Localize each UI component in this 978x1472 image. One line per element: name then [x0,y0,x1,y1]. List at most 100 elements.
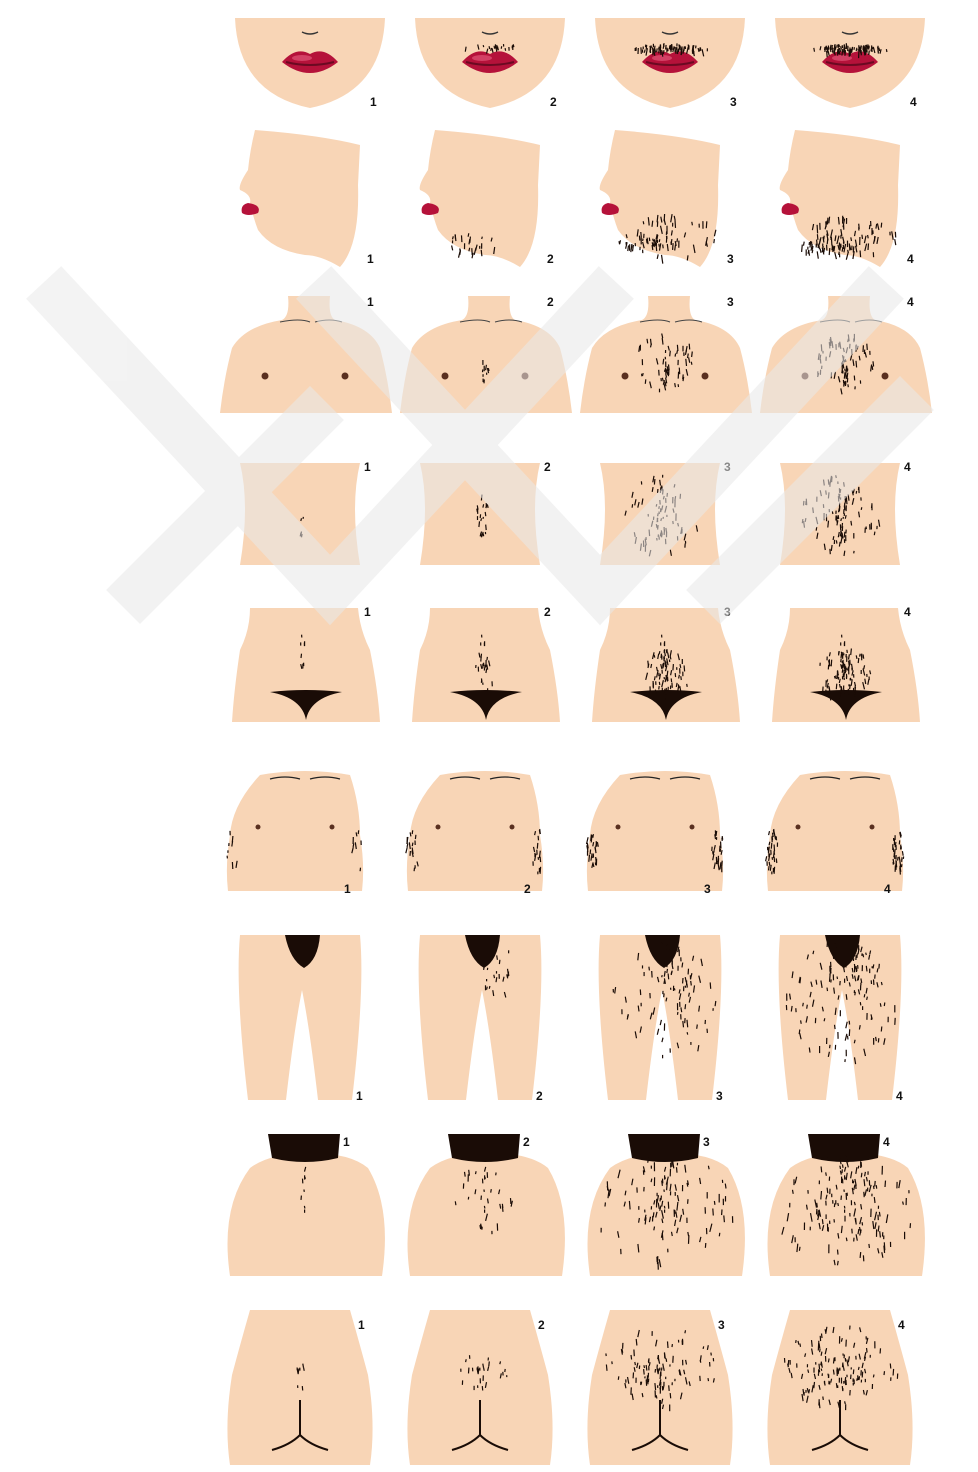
thigh-stage-4: 4 [750,930,930,1110]
chest-illustration [210,288,390,428]
upper-arm-illustration [750,765,930,900]
chin-illustration [750,125,930,270]
chin-stage-1: 1 [210,125,390,270]
chest-illustration [750,288,930,428]
upper-lip-illustration [570,8,750,108]
chin-illustration [210,125,390,270]
upper-back-stage-3: 3 [570,1128,750,1278]
upper-lip-stage-3: 3 [570,8,750,108]
upper-lip-stage-4: 4 [750,8,930,108]
thigh-illustration [210,930,390,1110]
stage-number: 2 [536,1090,543,1102]
thigh-stage-2: 2 [390,930,570,1110]
upper-lip-stage-1: 1 [210,8,390,108]
upper-abdomen-stage-1: 1 [210,455,390,573]
stage-number: 4 [896,1090,903,1102]
upper-back-illustration [570,1128,750,1278]
chest-illustration [570,288,750,428]
stage-number: 3 [724,461,731,473]
chest-stage-4: 4 [750,288,930,428]
stage-number: 3 [704,883,711,895]
thigh-illustration [750,930,930,1110]
upper-abdomen-stage-3: 3 [570,455,750,573]
upper-back-illustration [750,1128,930,1278]
chin-stage-3: 3 [570,125,750,270]
thigh-stage-1: 1 [210,930,390,1110]
upper-back-stage-2: 2 [390,1128,570,1278]
chest-illustration [390,288,570,428]
upper-back-illustration [210,1128,390,1278]
stage-number: 2 [547,253,554,265]
upper-arm-illustration [210,765,390,900]
chin-illustration [390,125,570,270]
lower-abdomen-stage-2: 2 [390,600,570,730]
chest-stage-2: 2 [390,288,570,428]
chin-stage-4: 4 [750,125,930,270]
upper-arm-illustration [570,765,750,900]
stage-number: 1 [356,1090,363,1102]
lower-abdomen-illustration [570,600,750,730]
stage-number: 4 [904,461,911,473]
lower-abdomen-illustration [390,600,570,730]
lower-back-stage-4: 4 [750,1305,930,1467]
stage-number: 4 [904,606,911,618]
upper-arm-stage-2: 2 [390,765,570,900]
stage-number: 3 [703,1136,710,1148]
stage-number: 4 [907,253,914,265]
stage-number: 3 [718,1319,725,1331]
upper-abdomen-stage-4: 4 [750,455,930,573]
stage-number: 1 [370,96,377,108]
lower-abdomen-stage-3: 3 [570,600,750,730]
stage-number: 1 [367,253,374,265]
upper-lip-illustration [390,8,570,108]
chest-stage-1: 1 [210,288,390,428]
stage-number: 2 [538,1319,545,1331]
lower-abdomen-stage-4: 4 [750,600,930,730]
stage-number: 4 [883,1136,890,1148]
stage-number: 3 [730,96,737,108]
stage-number: 2 [550,96,557,108]
stage-number: 3 [727,296,734,308]
stage-number: 3 [727,253,734,265]
stage-number: 4 [884,883,891,895]
chin-illustration [570,125,750,270]
stage-number: 2 [523,1136,530,1148]
chest-stage-3: 3 [570,288,750,428]
stage-number: 4 [907,296,914,308]
stage-number: 3 [716,1090,723,1102]
upper-arm-stage-1: 1 [210,765,390,900]
stage-number: 2 [524,883,531,895]
upper-abdomen-illustration [570,455,750,573]
upper-abdomen-illustration [210,455,390,573]
stage-number: 3 [724,606,731,618]
upper-arm-stage-3: 3 [570,765,750,900]
stage-number: 2 [547,296,554,308]
stage-number: 1 [364,461,371,473]
lower-abdomen-illustration [750,600,930,730]
stage-number: 2 [544,606,551,618]
thigh-illustration [570,930,750,1110]
stage-number: 1 [344,883,351,895]
lower-back-stage-2: 2 [390,1305,570,1467]
stage-number: 1 [367,296,374,308]
upper-arm-stage-4: 4 [750,765,930,900]
thigh-stage-3: 3 [570,930,750,1110]
upper-arm-illustration [390,765,570,900]
upper-back-stage-4: 4 [750,1128,930,1278]
upper-lip-stage-2: 2 [390,8,570,108]
stage-number: 4 [898,1319,905,1331]
upper-lip-illustration [750,8,930,108]
stage-number: 2 [544,461,551,473]
upper-abdomen-illustration [390,455,570,573]
upper-back-illustration [390,1128,570,1278]
lower-back-stage-1: 1 [210,1305,390,1467]
stage-number: 1 [364,606,371,618]
stage-number: 1 [358,1319,365,1331]
upper-back-stage-1: 1 [210,1128,390,1278]
chin-stage-2: 2 [390,125,570,270]
thigh-illustration [390,930,570,1110]
upper-abdomen-illustration [750,455,930,573]
lower-abdomen-stage-1: 1 [210,600,390,730]
upper-abdomen-stage-2: 2 [390,455,570,573]
